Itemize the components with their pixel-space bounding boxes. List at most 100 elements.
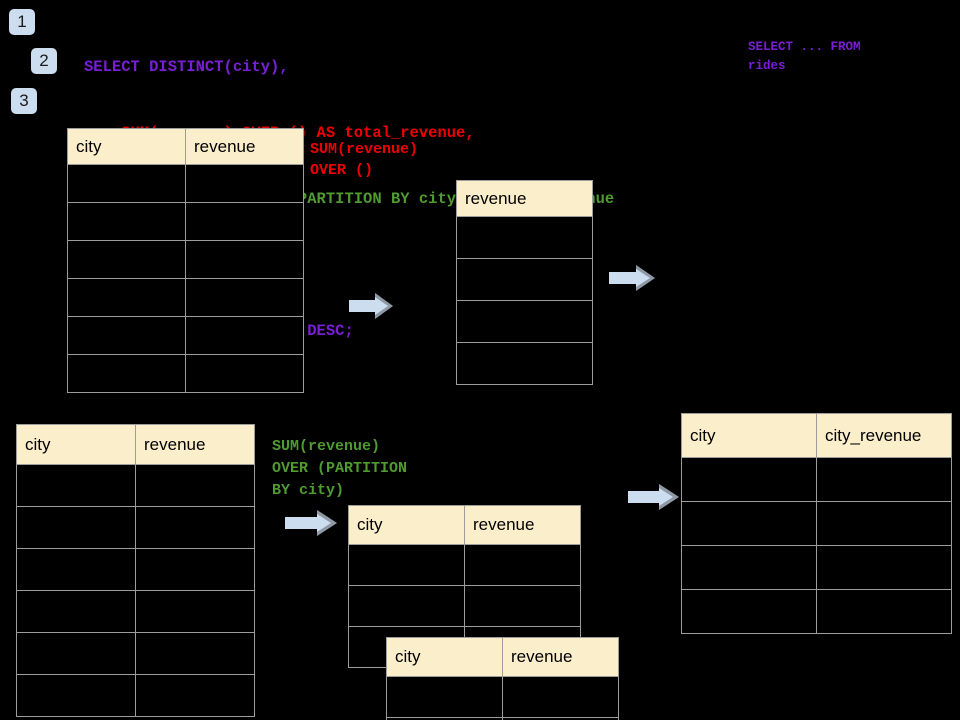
cell-revenue: [502, 676, 619, 718]
table-header-row: city revenue: [67, 128, 304, 165]
column-header-city: city: [67, 128, 186, 165]
cell-city: [681, 589, 817, 634]
table-row: [348, 544, 581, 586]
column-header-revenue: revenue: [185, 128, 304, 165]
cell-revenue: [135, 548, 255, 591]
cell-city: [348, 544, 465, 586]
cell-city: [348, 585, 465, 627]
cell-revenue: [456, 300, 593, 343]
table-row: [456, 216, 593, 259]
cell-revenue: [135, 590, 255, 633]
table-header-row: city revenue: [348, 505, 581, 545]
column-header-revenue: revenue: [135, 424, 255, 465]
cell-city: [681, 501, 817, 546]
arrow-source-to-partition: [283, 508, 339, 538]
table-row: [386, 676, 619, 718]
total-revenue-table: revenue: [456, 180, 593, 385]
cell-revenue: [185, 354, 304, 393]
table-row: [456, 300, 593, 343]
cell-revenue: [456, 216, 593, 259]
table-row: [681, 501, 952, 546]
step-badge-3: 3: [11, 88, 37, 114]
cell-city: [16, 590, 136, 633]
cell-revenue: [185, 164, 304, 203]
cell-revenue: [464, 544, 581, 586]
step-badge-2: 2: [31, 48, 57, 74]
cell-city: [681, 457, 817, 502]
annotation-sum-over-empty: SUM(revenue) OVER (): [310, 141, 419, 179]
arrow-total-to-result: [607, 263, 657, 293]
step-badge-1: 1: [9, 9, 35, 35]
table-body: [386, 676, 619, 720]
table-row: [681, 545, 952, 590]
cell-revenue: [135, 464, 255, 507]
cell-revenue: [456, 342, 593, 385]
cell-revenue: [135, 506, 255, 549]
table-row: [67, 278, 304, 317]
cell-city: [67, 354, 186, 393]
cell-city: [16, 506, 136, 549]
column-header-city-revenue: city_revenue: [816, 413, 952, 458]
table-row: [16, 464, 255, 507]
table-row: [16, 548, 255, 591]
table-row: [67, 240, 304, 279]
arrow-source-to-total: [347, 291, 395, 321]
table-body: [681, 457, 952, 634]
cell-revenue: [185, 278, 304, 317]
cell-city: [67, 202, 186, 241]
cell-city: [16, 632, 136, 675]
column-header-revenue: revenue: [502, 637, 619, 677]
column-header-revenue: revenue: [456, 180, 593, 217]
cell-city: [681, 545, 817, 590]
rides-source-table-2: city revenue: [16, 424, 255, 717]
cell-revenue: [185, 202, 304, 241]
rides-source-table: city revenue: [67, 128, 304, 393]
cell-revenue: [502, 717, 619, 720]
table-header-row: city city_revenue: [681, 413, 952, 458]
table-row: [456, 342, 593, 385]
table-row: [67, 202, 304, 241]
partition-table-front: city revenue: [386, 637, 619, 720]
table-row: [16, 674, 255, 717]
result-table: city city_revenue: [681, 413, 952, 634]
table-row: [16, 632, 255, 675]
cell-city: [16, 464, 136, 507]
cell-city: [67, 240, 186, 279]
cell-city: [16, 548, 136, 591]
table-row: [67, 354, 304, 393]
table-row: [386, 717, 619, 720]
cell-revenue: [135, 674, 255, 717]
cell-city-revenue: [816, 501, 952, 546]
table-header-row: city revenue: [386, 637, 619, 677]
table-row: [67, 164, 304, 203]
sql-line-1: SELECT DISTINCT(city),: [84, 58, 289, 76]
cell-city: [67, 164, 186, 203]
cell-revenue: [456, 258, 593, 301]
cell-revenue: [135, 632, 255, 675]
cell-city: [67, 278, 186, 317]
table-body: [67, 164, 304, 393]
table-row: [456, 258, 593, 301]
column-header-city: city: [386, 637, 503, 677]
table-row: [16, 590, 255, 633]
table-row: [681, 589, 952, 634]
cell-city-revenue: [816, 457, 952, 502]
annotation-select-from: SELECT ... FROM rides: [748, 40, 861, 73]
table-row: [348, 585, 581, 627]
cell-city-revenue: [816, 589, 952, 634]
cell-city: [16, 674, 136, 717]
cell-revenue: [464, 585, 581, 627]
table-header-row: city revenue: [16, 424, 255, 465]
column-header-revenue: revenue: [464, 505, 581, 545]
table-row: [67, 316, 304, 355]
cell-city-revenue: [816, 545, 952, 590]
column-header-city: city: [16, 424, 136, 465]
column-header-city: city: [348, 505, 465, 545]
annotation-sum-over-partition: SUM(revenue) OVER (PARTITION BY city): [272, 438, 408, 499]
partition-table-back: city revenue: [348, 505, 581, 668]
table-body: [16, 464, 255, 717]
table-row: [16, 506, 255, 549]
cell-revenue: [185, 316, 304, 355]
arrow-partition-to-result: [626, 482, 681, 512]
